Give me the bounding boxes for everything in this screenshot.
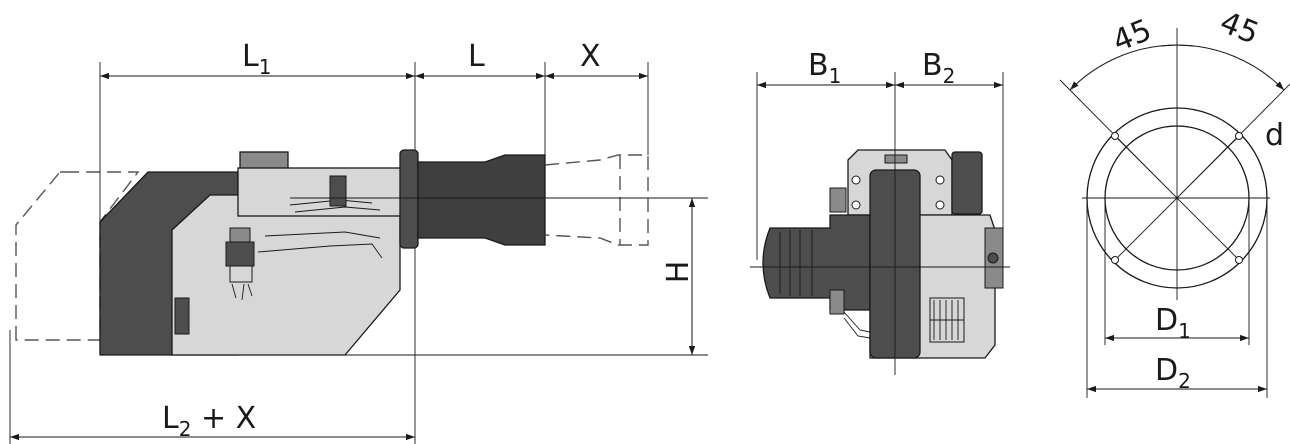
bolt-hole-icon (1111, 256, 1119, 264)
screw-icon (935, 175, 945, 185)
front-pipe (843, 311, 871, 339)
pump-icon (225, 227, 255, 301)
blast-tube (417, 154, 546, 246)
side-view: L1 L X L2 + X H (9, 39, 708, 444)
motor-fins (779, 230, 813, 296)
front-extension-lines (756, 72, 1004, 260)
flange-view: 45 45 d D1 D2 (1059, 5, 1290, 398)
motor (762, 214, 871, 311)
bolt-hole-icon (1235, 132, 1243, 140)
label-angle-right: 45 (1215, 5, 1264, 52)
electrode-pipe (264, 231, 381, 239)
label-d1: D1 (1155, 303, 1191, 343)
screw-icon (851, 175, 861, 185)
label-d2: D2 (1155, 353, 1191, 393)
front-bracket-lower (829, 289, 845, 315)
flange-extension-lines (1086, 198, 1268, 398)
front-bracket-upper (829, 187, 847, 213)
label-b2: B2 (922, 48, 955, 88)
label-x: X (580, 39, 601, 74)
label-d: d (1265, 118, 1284, 153)
front-view: B1 B2 (750, 48, 1010, 375)
burner-body (171, 194, 401, 356)
connector-plug (174, 297, 190, 335)
solenoid-icon (329, 175, 347, 207)
bolt-hole-icon (1111, 132, 1119, 140)
mounting-flange (399, 149, 419, 249)
extension-lines (9, 62, 649, 444)
screw-icon (935, 200, 945, 210)
label-l1: L1 (242, 39, 271, 79)
control-box (951, 151, 983, 215)
flange-diagonals (1059, 79, 1290, 261)
upper-frame (237, 167, 404, 217)
angle-arc-center-arrows (1159, 44, 1195, 47)
label-b1: B1 (808, 48, 841, 88)
front-top-tab (884, 154, 908, 164)
label-h: H (661, 261, 696, 284)
label-angle-left: 45 (1108, 13, 1157, 60)
label-l: L (468, 39, 485, 74)
screw-icon (851, 200, 861, 210)
tube-extension-dashed-outline (544, 154, 649, 246)
label-l2-plus-x: L2 + X (162, 401, 256, 441)
terminal-block-icon (929, 297, 965, 343)
bolt-hole-icon (1235, 256, 1243, 264)
